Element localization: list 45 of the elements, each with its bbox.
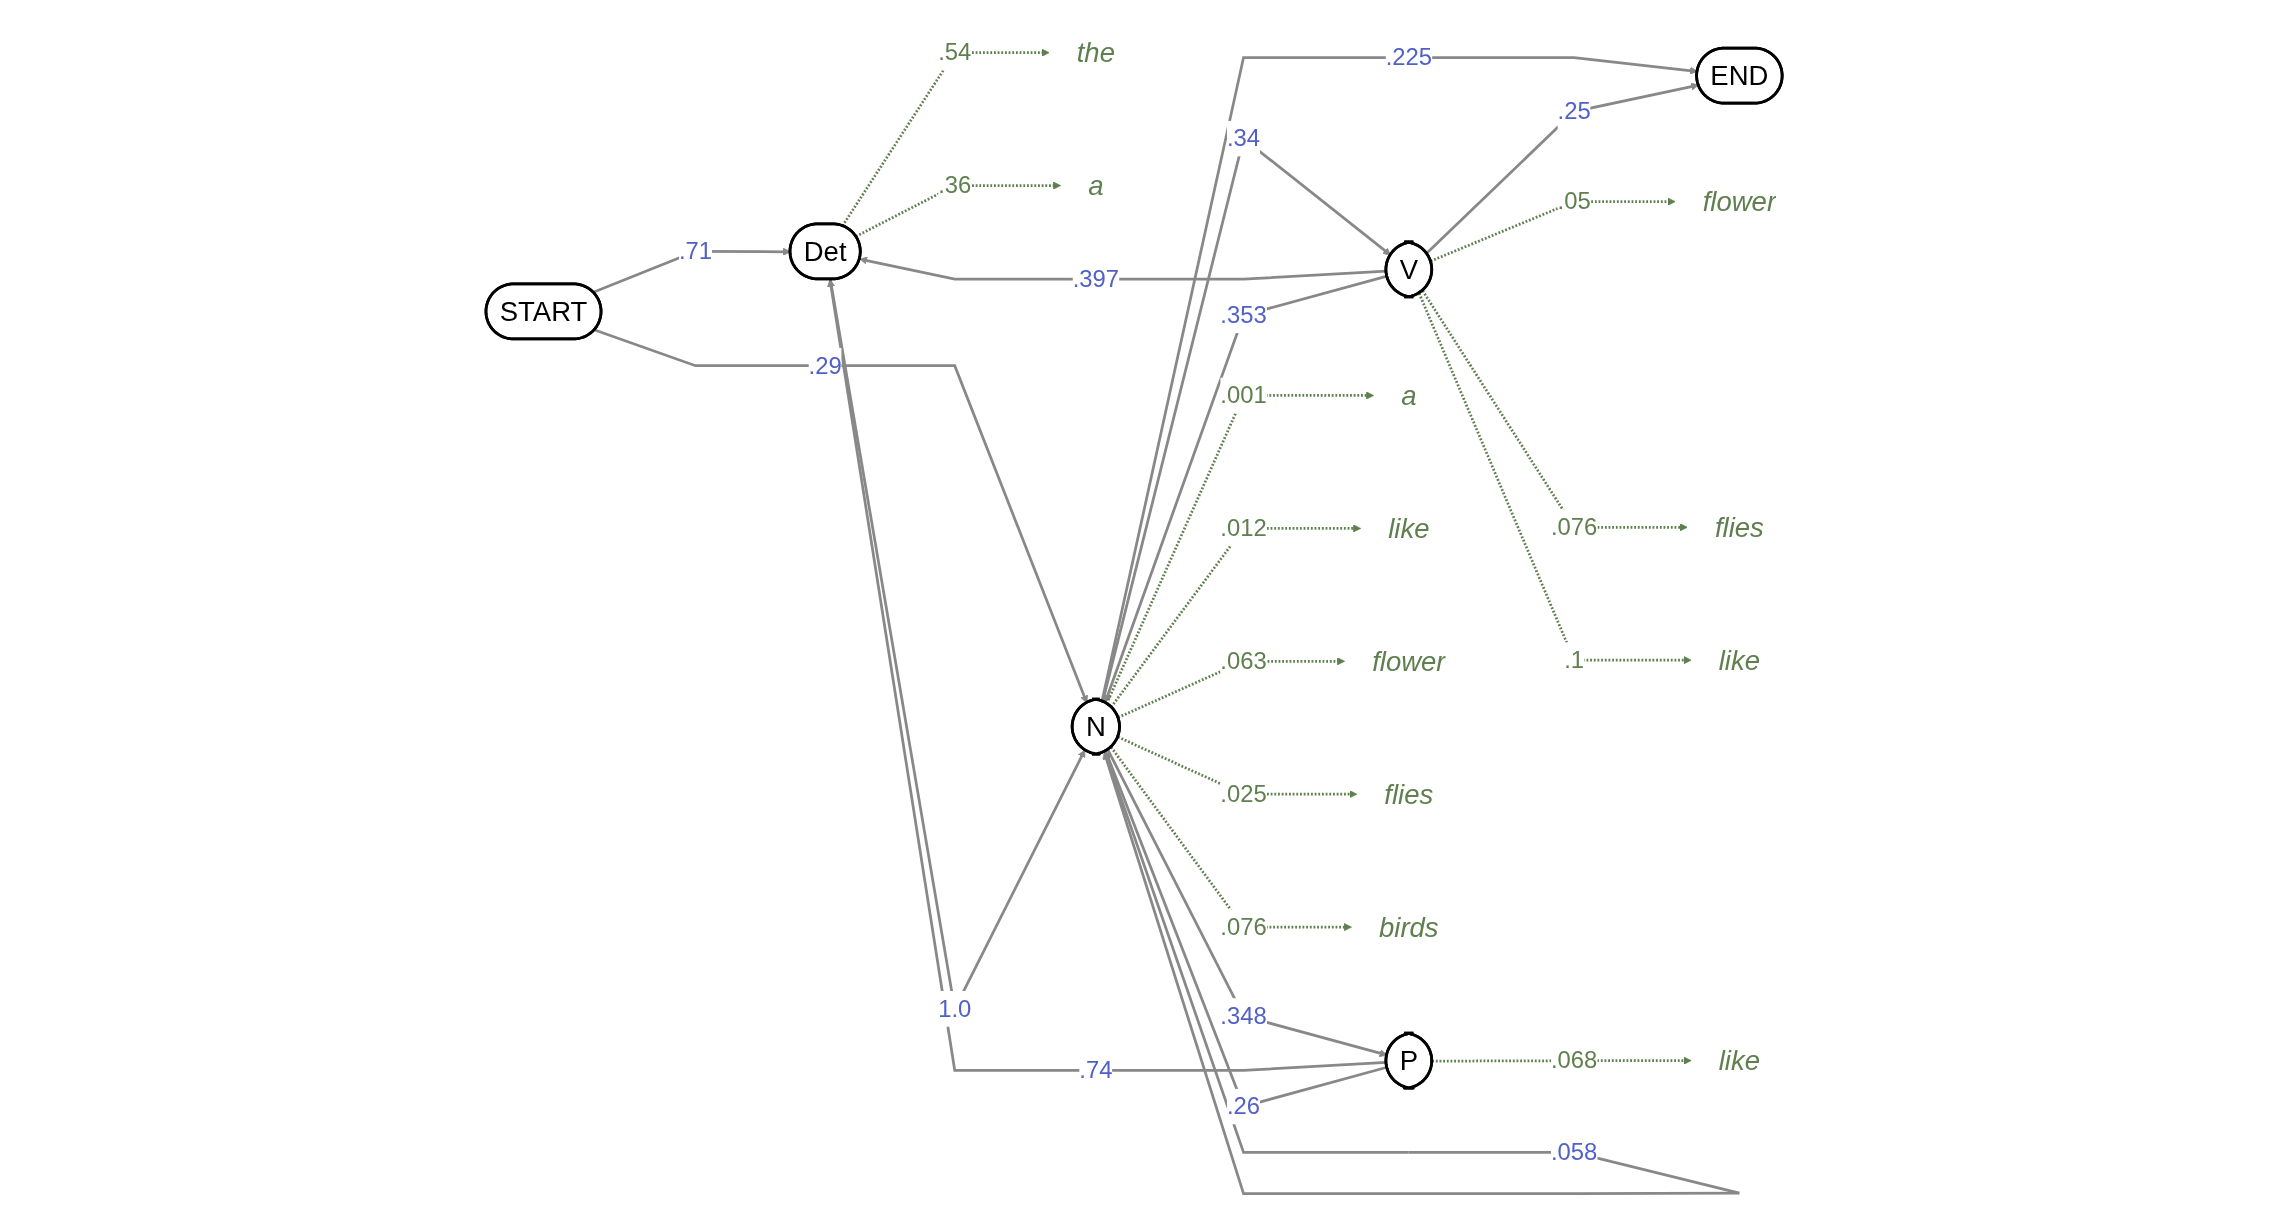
edge-label: .36 <box>938 171 972 199</box>
edge-label: .05 <box>1557 187 1591 215</box>
edge-label: .348 <box>1220 1001 1267 1030</box>
edge-label: .068 <box>1551 1046 1598 1074</box>
node-text: like <box>1718 645 1761 676</box>
arrow <box>1430 197 1676 263</box>
edge-label: .34 <box>1227 124 1261 152</box>
node-text: a <box>1401 380 1417 411</box>
arrow <box>1421 290 1688 532</box>
node-text: flies <box>1384 779 1434 810</box>
arrow <box>1110 524 1362 708</box>
edge-label: .058 <box>1551 1138 1598 1166</box>
arrow <box>1106 749 1388 1058</box>
edge-label: .71 <box>679 237 713 265</box>
edge-label: .54 <box>938 38 972 66</box>
edge-label: .29 <box>808 351 842 379</box>
edge-label: .063 <box>1220 647 1267 675</box>
arrow <box>594 328 1089 704</box>
edge-label: .076 <box>1551 513 1598 541</box>
edge-label: .1 <box>1564 645 1585 674</box>
edge-label: .25 <box>1557 97 1591 125</box>
node-text: birds <box>1379 911 1439 943</box>
edge-label: .26 <box>1227 1092 1261 1120</box>
node-text: the <box>1076 37 1116 68</box>
edge-label: .001 <box>1220 381 1267 409</box>
arrow <box>1100 56 1699 702</box>
edge-label: .025 <box>1220 779 1267 808</box>
node-text: like <box>1718 1045 1761 1076</box>
edge-label: .74 <box>1079 1056 1113 1084</box>
edge-label: .397 <box>1072 264 1120 293</box>
edge-label: 1.0 <box>938 994 972 1023</box>
edge-label: .076 <box>1220 912 1267 941</box>
arrow <box>859 256 1387 281</box>
node-text: a <box>1088 170 1104 201</box>
edge-label: .012 <box>1220 514 1267 542</box>
arrow <box>1110 746 1353 932</box>
edge-label: .353 <box>1220 301 1267 329</box>
node-text: flies <box>1715 512 1765 543</box>
arrow <box>841 48 1050 227</box>
arrow <box>1418 292 1692 665</box>
node-text: like <box>1388 513 1430 544</box>
arrow <box>855 181 1062 238</box>
edge-label: .225 <box>1385 43 1433 71</box>
arrow <box>827 278 1387 1072</box>
arrow <box>1103 274 1388 703</box>
